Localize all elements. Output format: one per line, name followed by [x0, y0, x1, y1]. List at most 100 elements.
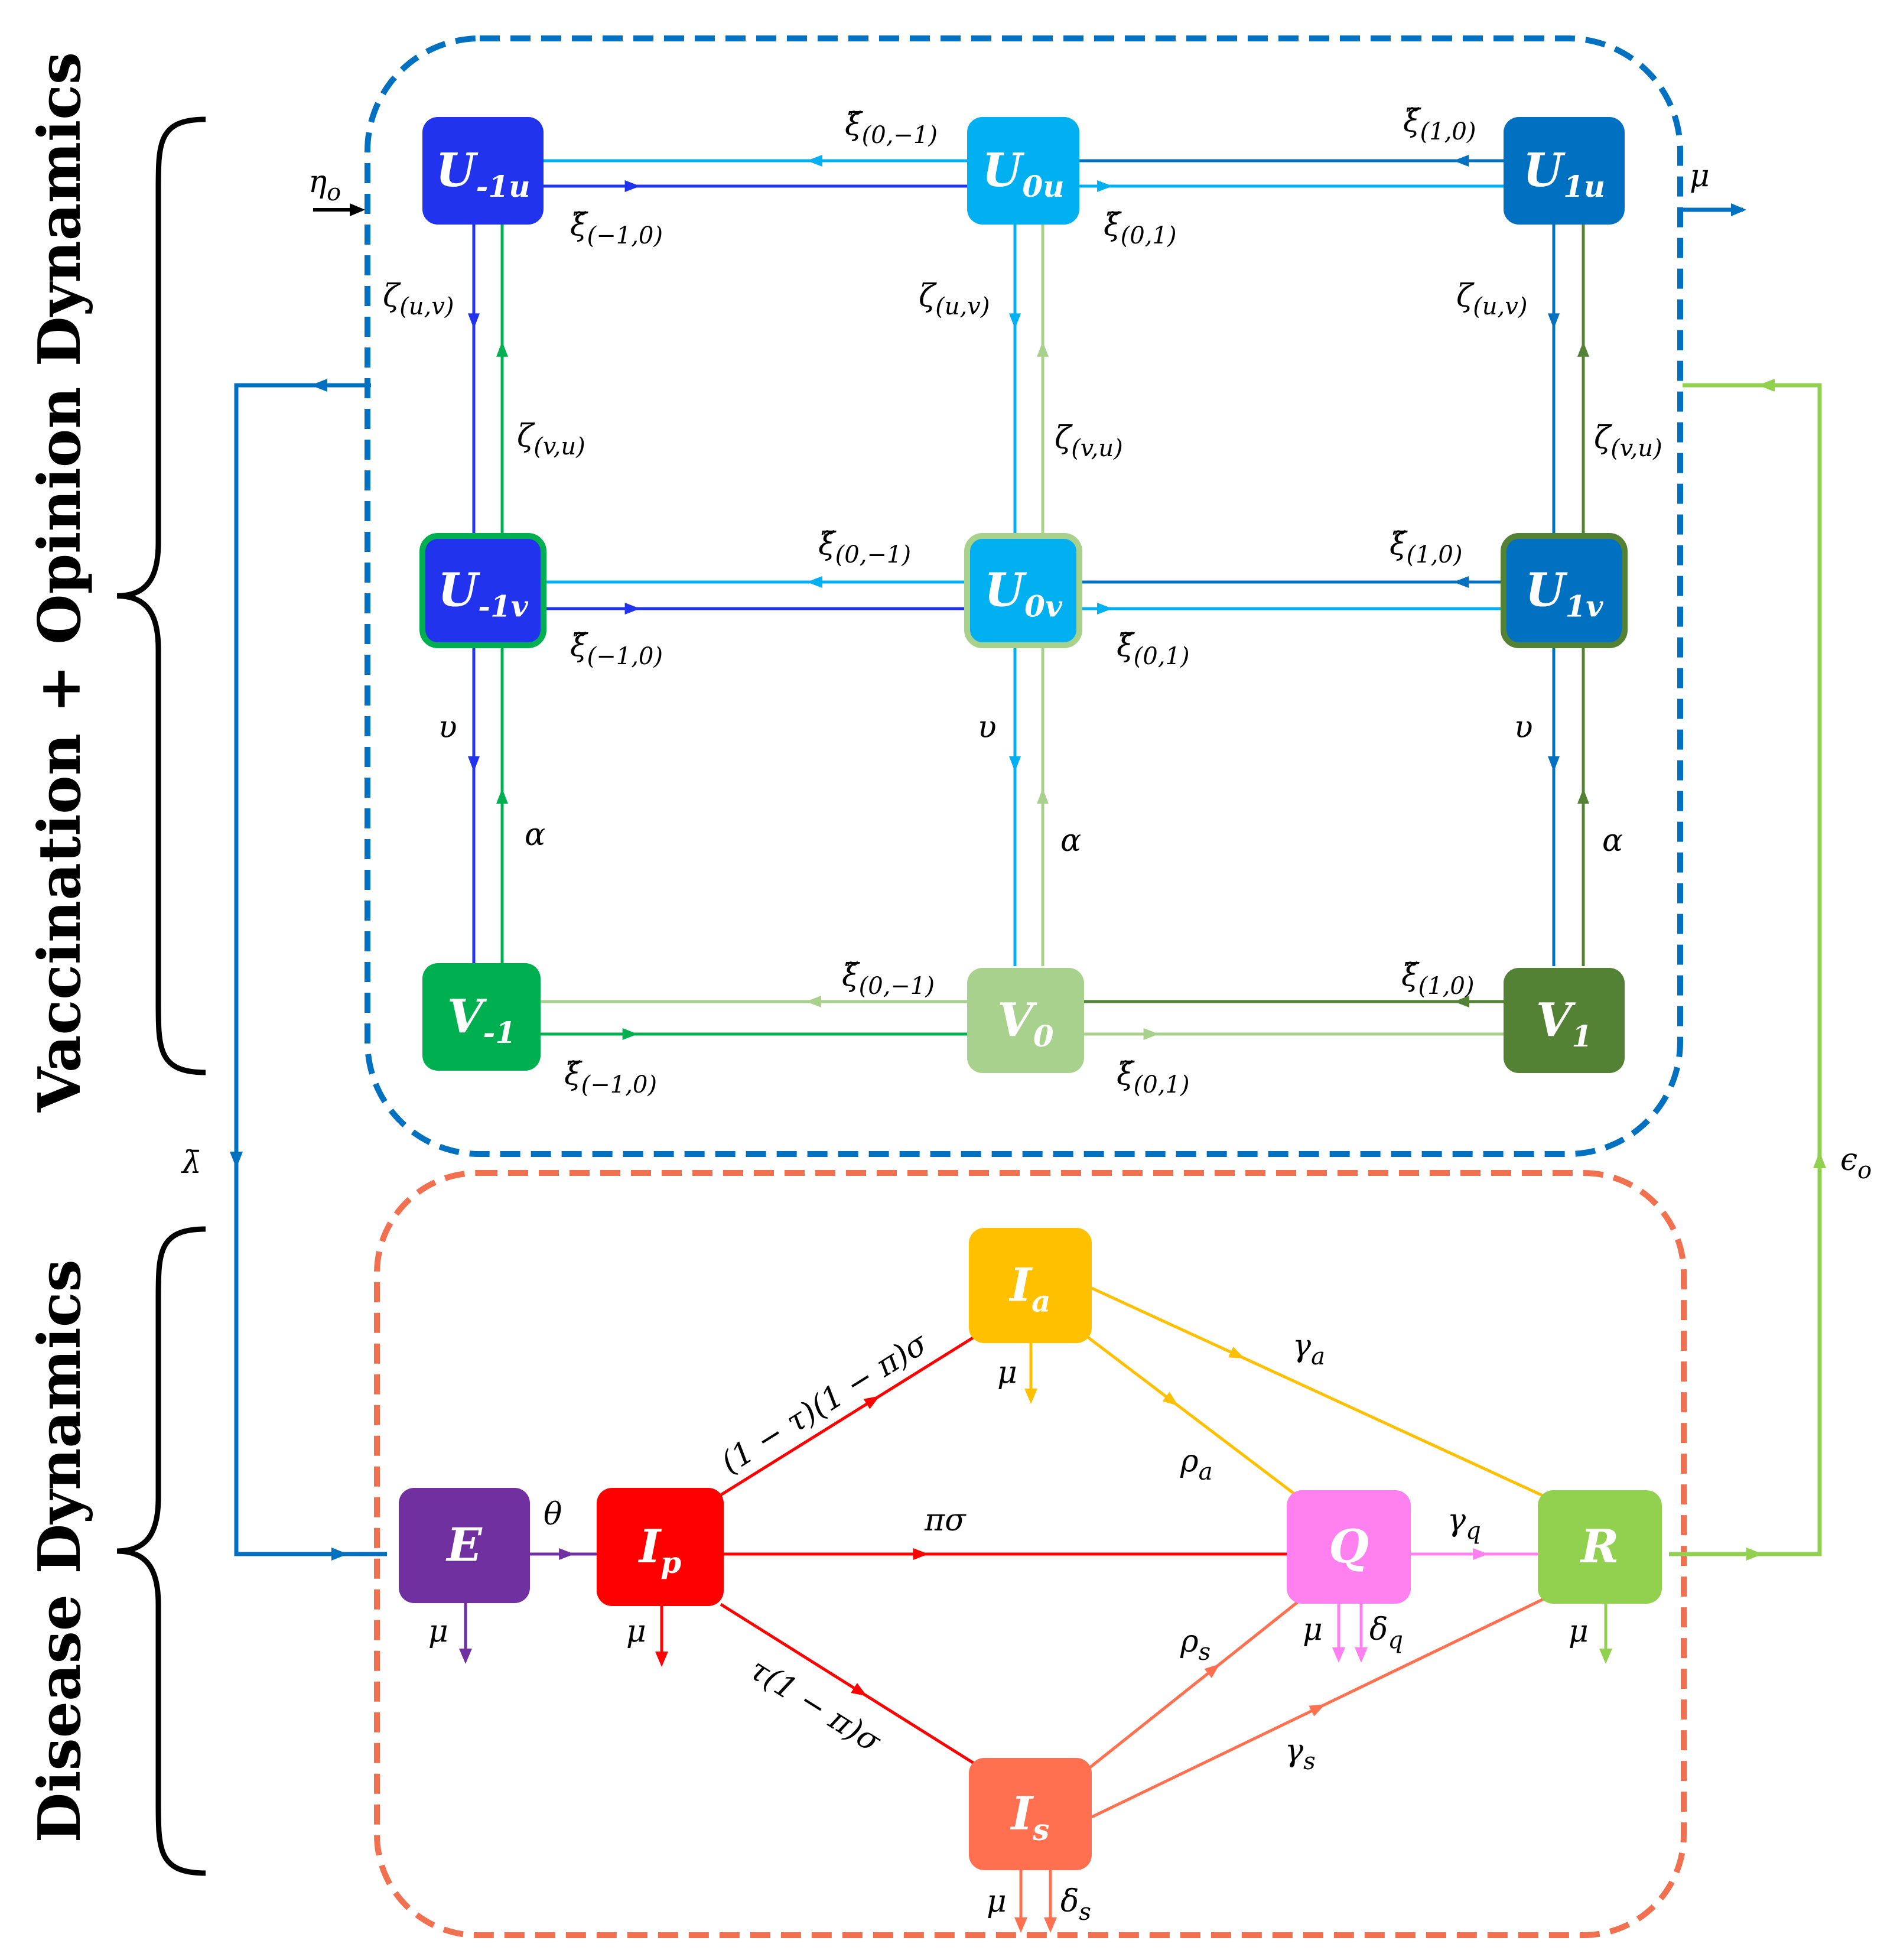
- label-xi-0-1-bot: ξ̃(0,1): [1117, 1057, 1189, 1098]
- edge-epsilon-loop: [1669, 379, 1826, 1561]
- node-v1: V-1: [422, 963, 541, 1071]
- edge-inflow-eta: [313, 203, 365, 216]
- edge-Q-deltaq: [1355, 1604, 1368, 1663]
- edge-E-death: [459, 1603, 472, 1664]
- label-xi-m1-0-top: ξ̃(−1,0): [570, 207, 663, 249]
- node-e: E: [399, 1488, 530, 1603]
- svg-text:V1: V1: [1536, 993, 1592, 1054]
- label-ia-rate: (1 − τ)(1 − π)σ: [715, 1325, 934, 1481]
- label-xi-1-0-mid: ξ̃(1,0): [1390, 526, 1462, 568]
- label-alpha-left: α: [525, 817, 545, 853]
- label-zeta-uv-right: ζ(u,v): [1456, 278, 1527, 320]
- svg-text:E: E: [445, 1519, 483, 1572]
- edge-Ia-R: [1091, 1286, 1549, 1500]
- svg-text:Is: Is: [1010, 1787, 1050, 1847]
- svg-text:Ip: Ip: [638, 1520, 682, 1580]
- edge-Is-deltas: [1044, 1870, 1057, 1933]
- label-upsilon-mid: υ: [978, 710, 997, 745]
- edge-u-to-v-col1: [1009, 225, 1021, 536]
- edge-U0u-U-1u: [544, 155, 967, 167]
- label-delta-q: δq: [1369, 1612, 1403, 1654]
- node-ia: Ia: [969, 1228, 1092, 1343]
- edge-Is-Q: [1086, 1600, 1300, 1771]
- label-xi-0-m1-bot: ξ̃(0,−1): [842, 958, 935, 1000]
- label-alpha-right: α: [1602, 823, 1623, 859]
- label-alpha-mid: α: [1060, 823, 1081, 859]
- label-mu-Ip: μ: [626, 1614, 646, 1649]
- node-u1u: U1u: [1504, 117, 1625, 225]
- edge-V1-V0: [1084, 996, 1504, 1007]
- label-xi-m1-0-bot: ξ̃(−1,0): [564, 1057, 657, 1098]
- edge-V0-V1: [1084, 1028, 1504, 1040]
- edge-U1v-U0v: [1079, 576, 1504, 588]
- edge-wane-col1: [1037, 645, 1049, 966]
- label-rho-s: ρs: [1180, 1624, 1211, 1666]
- svg-text:U0v: U0v: [984, 564, 1063, 624]
- label-mu-Ia: μ: [997, 1355, 1017, 1390]
- label-theta: θ: [544, 1497, 562, 1532]
- edge-V0-V-1: [541, 996, 967, 1007]
- node-u0v: U0v: [964, 533, 1082, 648]
- vaccination-opinion-region: [365, 35, 1683, 1157]
- edge-U0v-U-1v: [544, 576, 967, 588]
- edge-Ip-Q: [724, 1548, 1287, 1560]
- edge-Q-R: [1411, 1548, 1538, 1560]
- label-upsilon-right: υ: [1514, 710, 1533, 745]
- edge-Ia-Q: [1086, 1335, 1301, 1499]
- edge-Ip-Ia: [720, 1335, 976, 1497]
- label-lambda-bar: λ̄: [181, 1145, 201, 1181]
- label-xi-m1-0-mid: ξ̃(−1,0): [570, 628, 663, 670]
- edge-v-to-u-col0: [496, 225, 508, 536]
- label-mu-Q: μ: [1303, 1612, 1323, 1647]
- edge-v-to-u-col2: [1577, 225, 1589, 536]
- label-eta-o: ηo: [308, 164, 341, 206]
- svg-text:U-1u: U-1u: [436, 144, 531, 204]
- label-mu-E: μ: [428, 1614, 448, 1649]
- label-upsilon-left: υ: [438, 710, 457, 745]
- node-ip: Ip: [597, 1488, 724, 1606]
- edge-U0u-U1u: [1079, 180, 1504, 192]
- node-u1v: U-1v: [419, 533, 546, 648]
- edge-lambda-loop: [230, 379, 387, 1561]
- edge-E-Ip: [530, 1548, 597, 1560]
- edge-vacc-col0: [468, 645, 480, 966]
- edge-wane-col2: [1577, 645, 1589, 966]
- node-v0: V0: [967, 968, 1084, 1073]
- svg-text:R: R: [1580, 1520, 1619, 1574]
- section-label-disease: Disease Dynamics: [26, 1259, 94, 1842]
- node-q: Q: [1287, 1490, 1411, 1604]
- label-mu-R: μ: [1569, 1614, 1589, 1649]
- svg-text:U0u: U0u: [982, 144, 1064, 204]
- section-label-vaccination: Vaccination + Opinion Dynamics: [26, 52, 94, 1113]
- label-xi-1-0-top: ξ̃(1,0): [1403, 103, 1476, 145]
- label-pi-sigma: πσ: [924, 1503, 967, 1538]
- edge-vacc-col1: [1009, 645, 1021, 966]
- svg-text:U1u: U1u: [1523, 144, 1605, 204]
- edge-vacc-col2: [1548, 645, 1560, 966]
- top-brace: [116, 116, 206, 1075]
- node-u0u: U0u: [967, 117, 1079, 225]
- edge-outflow-mu-top: [1683, 203, 1746, 216]
- label-epsilon-o: ϵo: [1840, 1142, 1872, 1184]
- edge-U0v-U1v: [1079, 603, 1504, 615]
- edge-u-to-v-col0: [468, 225, 480, 536]
- label-zeta-vu-right: ζ(v,u): [1594, 420, 1662, 462]
- node-is: Is: [969, 1758, 1092, 1870]
- edge-Q-death: [1332, 1604, 1345, 1663]
- node-r: R: [1538, 1490, 1662, 1604]
- edge-U-1v-U0v: [544, 603, 967, 615]
- edge-V-1-V0: [541, 1028, 967, 1040]
- label-gamma-s: γs: [1285, 1733, 1316, 1775]
- edge-wane-col0: [496, 645, 508, 966]
- label-zeta-vu-mid: ζ(v,u): [1055, 420, 1123, 462]
- label-xi-0-1-top: ξ̃(0,1): [1104, 207, 1176, 249]
- node-u1u: U-1u: [422, 117, 544, 225]
- label-rho-a: ρa: [1180, 1444, 1212, 1486]
- bottom-brace: [116, 1226, 206, 1876]
- edge-Is-death: [1014, 1870, 1027, 1933]
- svg-text:Q: Q: [1329, 1520, 1369, 1574]
- edge-U-1u-U0u: [544, 180, 967, 192]
- edge-R-death: [1599, 1604, 1612, 1664]
- label-xi-0-m1-mid: ξ̃(0,−1): [818, 526, 911, 568]
- edge-U1u-U0u: [1079, 155, 1504, 167]
